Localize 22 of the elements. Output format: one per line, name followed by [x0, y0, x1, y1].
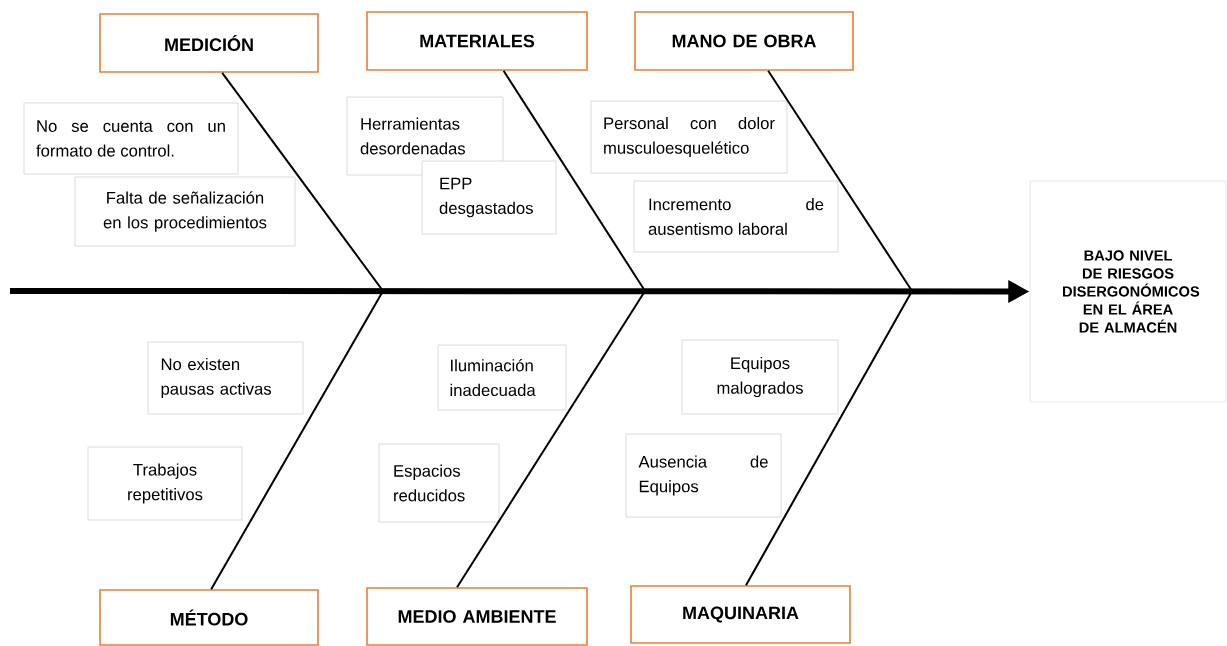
cause-box: No existen pausas activas	[147, 341, 304, 415]
category-box: MÉTODO	[99, 589, 319, 646]
cause-box: Falta de señalización en los procedimientos	[74, 176, 296, 247]
bone-line	[502, 69, 646, 292]
effect-box: BAJO NIVEL DE RIESGOS DISERGONÓMICOS EN EL ÁREA DE ALMACÉN	[1029, 180, 1227, 403]
category-box: MAQUINARIA	[630, 585, 851, 644]
category-box: MANO DE OBRA	[634, 11, 854, 71]
cause-box: Espacios reducidos	[378, 443, 500, 523]
cause-box: Trabajos repetitivos	[87, 446, 243, 521]
category-box: MEDICIÓN	[99, 13, 319, 73]
bone-line	[221, 71, 384, 292]
cause-box: Iluminación inadecuada	[437, 344, 567, 411]
category-box: MEDIO AMBIENTE	[366, 587, 588, 646]
cause-box: EPP desgastados	[421, 160, 557, 235]
cause-box: No se cuenta con un formato de control.	[23, 102, 239, 175]
cause-box: Ausencia de Equipos	[625, 433, 782, 518]
cause-box: Personal con dolor musculoesquelético	[590, 100, 788, 174]
category-box: MATERIALES	[366, 11, 588, 71]
cause-box: Equipos malogrados	[681, 339, 839, 415]
cause-box: Herramientas desordenadas	[346, 96, 504, 176]
bone-line	[767, 69, 913, 292]
cause-box: Incremento de ausentismo laboral	[633, 180, 839, 253]
